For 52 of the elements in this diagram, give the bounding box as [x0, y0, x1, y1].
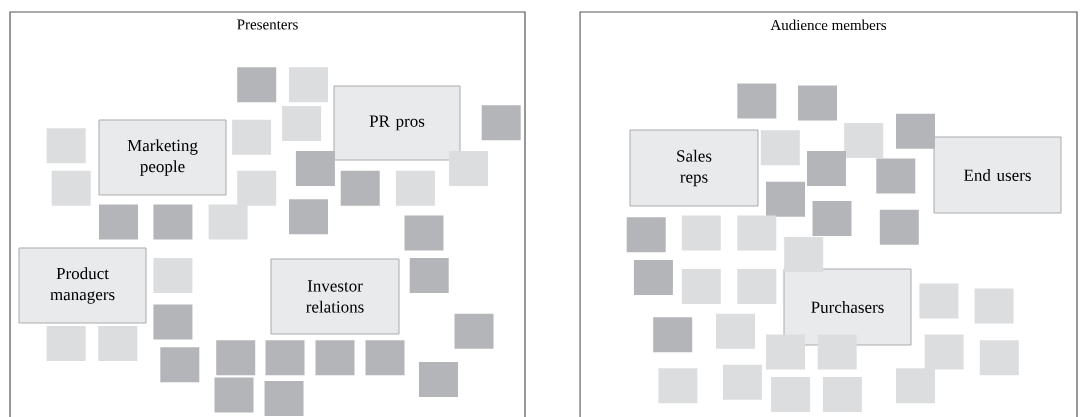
- square: [237, 170, 277, 206]
- label-box: Product managers: [18, 247, 147, 324]
- square: [98, 325, 138, 361]
- square: [419, 362, 458, 398]
- square: [737, 83, 777, 119]
- square: [924, 334, 964, 370]
- square: [760, 130, 800, 166]
- square: [99, 204, 138, 240]
- square: [237, 67, 277, 103]
- square: [681, 215, 721, 251]
- label-box: Sales reps: [629, 129, 759, 207]
- square: [153, 257, 193, 293]
- square: [737, 215, 777, 251]
- square: [449, 151, 488, 186]
- square: [817, 334, 857, 370]
- square: [160, 347, 200, 383]
- square: [216, 340, 256, 376]
- square: [315, 340, 355, 376]
- square: [784, 236, 824, 272]
- square: [208, 204, 248, 240]
- square: [798, 85, 837, 121]
- square: [46, 128, 86, 164]
- square: [289, 67, 328, 103]
- square: [919, 283, 959, 319]
- square: [766, 334, 805, 370]
- label-box: Purchasers: [783, 268, 912, 346]
- square: [896, 113, 935, 149]
- label-box: PR pros: [333, 85, 461, 161]
- square: [844, 123, 884, 159]
- label-box: End users: [933, 136, 1062, 214]
- square: [265, 340, 305, 376]
- square: [653, 317, 693, 353]
- square: [658, 368, 698, 404]
- square: [232, 119, 272, 155]
- square: [737, 269, 777, 304]
- square: [626, 217, 666, 253]
- square: [404, 215, 444, 251]
- square: [481, 105, 521, 141]
- square: [282, 105, 322, 141]
- label-box: Investor relations: [270, 258, 400, 335]
- square: [289, 199, 328, 235]
- square: [807, 151, 846, 186]
- square: [896, 368, 935, 404]
- square: [153, 204, 193, 240]
- square: [766, 181, 805, 217]
- square: [771, 376, 811, 412]
- square: [153, 304, 193, 340]
- square: [716, 313, 755, 349]
- square: [365, 340, 405, 376]
- label-box: Marketing people: [98, 119, 227, 196]
- square: [876, 158, 916, 194]
- square: [979, 340, 1019, 376]
